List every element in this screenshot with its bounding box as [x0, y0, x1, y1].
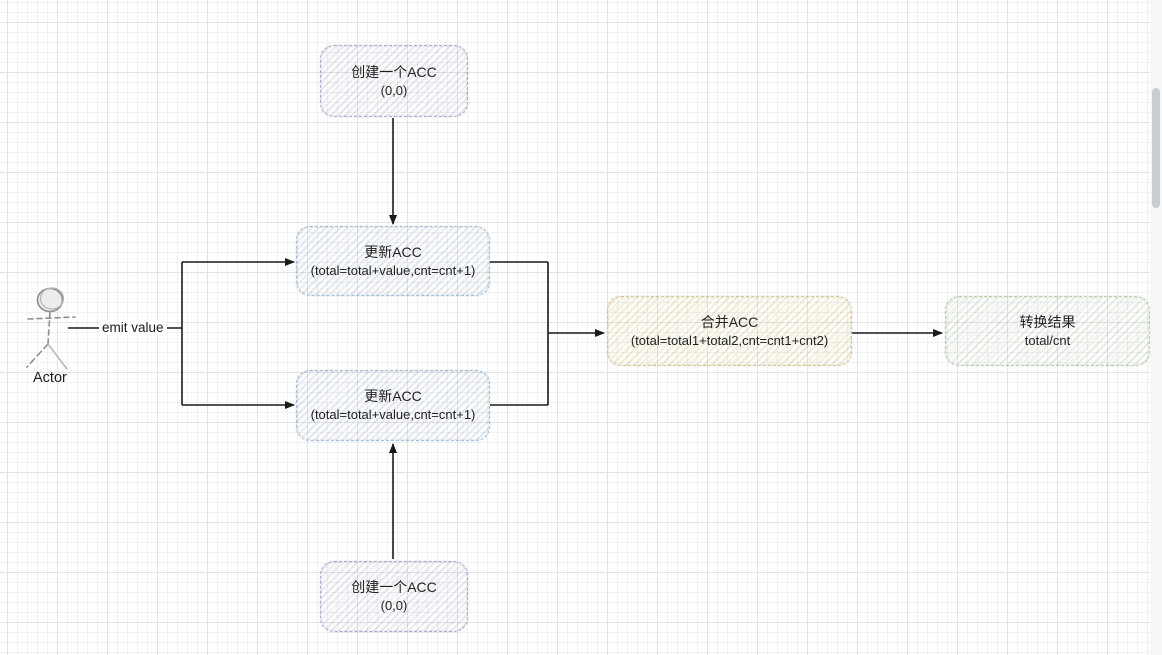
- node-title: 创建一个ACC: [351, 63, 437, 80]
- node-subtitle: total/cnt: [1024, 332, 1071, 348]
- node-title: 转换结果: [1019, 313, 1076, 330]
- node-update-acc-top[interactable]: 更新ACC (total=total+value,cnt=cnt+1): [296, 226, 490, 296]
- node-subtitle: (0,0): [380, 598, 408, 614]
- node-subtitle: (total=total1+total2,cnt=cnt1+cnt2): [630, 332, 829, 348]
- actor-figure-icon[interactable]: [22, 283, 86, 371]
- node-subtitle: (total=total+value,cnt=cnt+1): [310, 407, 476, 423]
- node-create-acc-top[interactable]: 创建一个ACC (0,0): [320, 45, 468, 117]
- node-title: 更新ACC: [364, 243, 422, 260]
- node-title: 更新ACC: [364, 388, 422, 405]
- node-create-acc-bottom[interactable]: 创建一个ACC (0,0): [320, 561, 468, 632]
- node-update-acc-bottom[interactable]: 更新ACC (total=total+value,cnt=cnt+1): [296, 370, 490, 441]
- node-subtitle: (0,0): [380, 82, 408, 98]
- vertical-scrollbar[interactable]: [1150, 0, 1162, 655]
- node-title: 合并ACC: [700, 313, 759, 330]
- actor-label: Actor: [33, 370, 67, 386]
- node-subtitle: (total=total+value,cnt=cnt+1): [310, 262, 476, 278]
- node-merge-acc[interactable]: 合并ACC (total=total1+total2,cnt=cnt1+cnt2…: [607, 296, 852, 366]
- scrollbar-thumb[interactable]: [1152, 88, 1160, 208]
- node-convert-result[interactable]: 转换结果 total/cnt: [945, 296, 1150, 366]
- node-title: 创建一个ACC: [351, 579, 437, 596]
- edge-label-emit-value[interactable]: emit value: [99, 320, 167, 335]
